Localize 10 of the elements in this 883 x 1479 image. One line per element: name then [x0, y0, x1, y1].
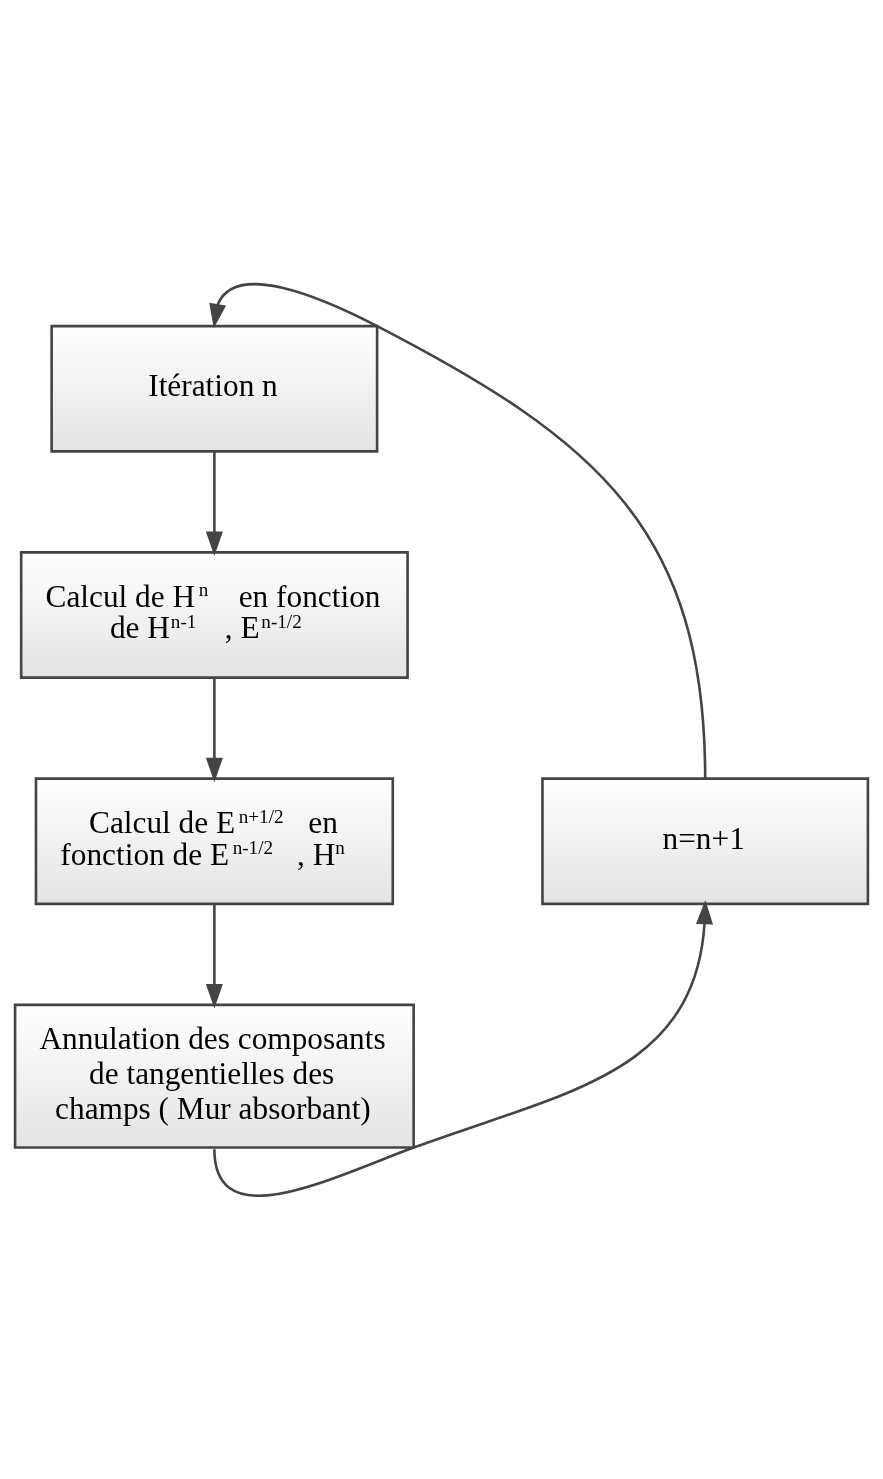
- arrow: [209, 283, 707, 779]
- arrow: [213, 899, 714, 1197]
- arrow: [205, 678, 223, 783]
- arrow: [205, 451, 223, 556]
- node-box: n=n+1: [541, 777, 870, 906]
- node-box: Calcul de H$^{n}$ en fonction de H$^{n-1}$ , E$^{n-1/2}$: [19, 551, 409, 679]
- node-box: Annulation des composants de tangentielles des champs ( Mur absorbant): [13, 1003, 415, 1149]
- node-box: Itération n: [50, 324, 379, 453]
- node-box: Calcul de E$^{n+1/2}$ en fonction de E$^{n-1/2}$ , H$^{n}$: [34, 777, 395, 906]
- arrow: [205, 904, 223, 1009]
